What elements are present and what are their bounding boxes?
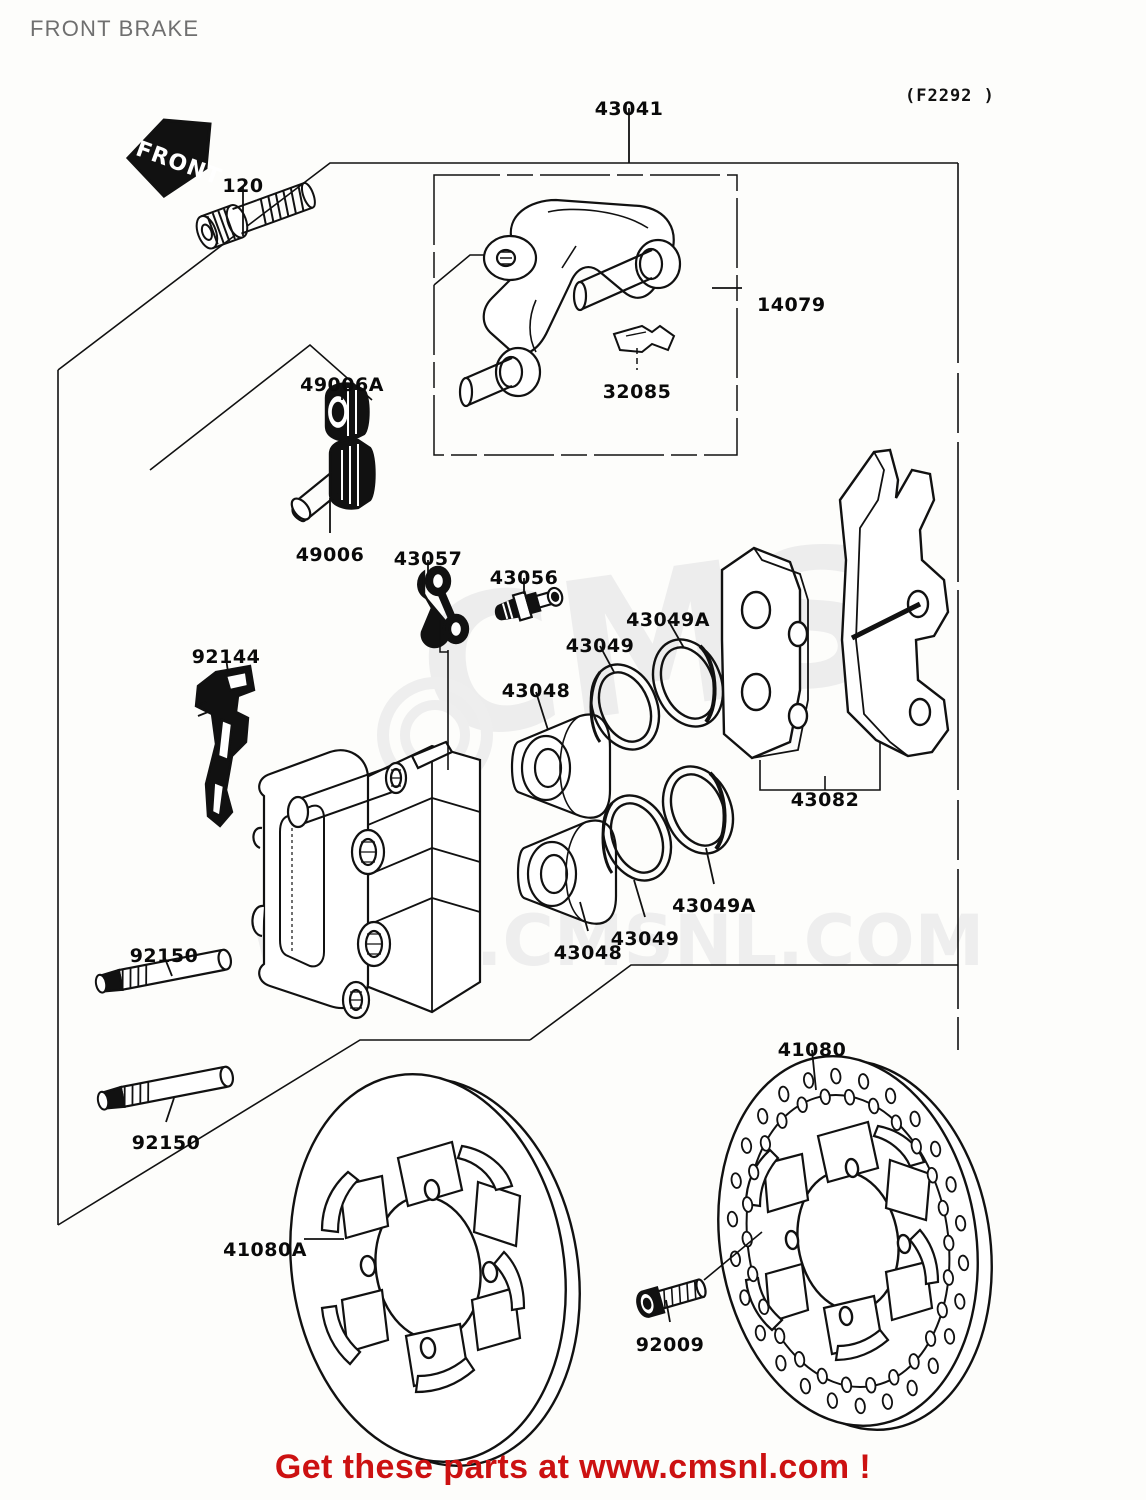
part-callout-pad-retaining-spring: 92144 xyxy=(191,646,261,668)
page-title: FRONT BRAKE xyxy=(30,16,200,41)
part-43049A-dustseal-upper xyxy=(651,638,725,728)
part-43082-pad-left xyxy=(720,546,809,760)
part-callout-dust-seal-lower: 43049A xyxy=(672,895,756,917)
part-callout-caliper-assembly-group: 43041 xyxy=(594,98,664,120)
part-callout-banjo-bracket: 43057 xyxy=(393,548,463,570)
front-direction-marker: FRONT xyxy=(125,118,225,198)
part-callout-disc-mounting-screw: 92009 xyxy=(635,1334,705,1356)
part-43082-pad-right xyxy=(838,448,950,758)
part-41080-brake-disc-drilled xyxy=(717,1055,993,1431)
part-callout-brake-disc-drilled: 41080 xyxy=(777,1039,847,1061)
part-callout-piston-upper: 43048 xyxy=(501,680,571,702)
part-43049-seal-lower xyxy=(601,794,673,882)
part-14079-caliper-bracket xyxy=(458,198,682,408)
leader-43057-box xyxy=(439,620,448,653)
part-92150-bolt-lower xyxy=(96,1065,235,1111)
part-callout-dust-seal-upper: 43049A xyxy=(626,609,710,631)
part-43049A-dustseal-lower xyxy=(661,765,735,855)
part-92144-pad-retaining-spring xyxy=(194,664,256,828)
part-callout-brake-disc-slotted: 41080A xyxy=(223,1239,307,1261)
leader-43082 xyxy=(759,742,881,791)
bracket-subgroup-box xyxy=(433,174,738,456)
assembly-boundary-outline xyxy=(57,162,959,1226)
part-43048-piston-upper xyxy=(510,713,612,819)
part-caliper-body xyxy=(251,740,482,1020)
part-49006A-dust-boot xyxy=(324,382,370,442)
sheet-code: (F2292 ) xyxy=(905,86,995,106)
part-callout-piston-lower: 43048 xyxy=(553,942,623,964)
part-43048-piston-lower xyxy=(516,819,618,925)
footer-cta: Get these parts at www.cmsnl.com ! xyxy=(274,1448,872,1486)
part-callout-slide-bolt-upper: 92150 xyxy=(129,945,199,967)
leader-92009-disc xyxy=(703,1231,763,1281)
part-callout-slide-pin-boot: 49006 xyxy=(295,544,365,566)
part-callout-bolt-socket-head: 120 xyxy=(222,175,264,197)
part-callout-piston-seal-lower: 43049 xyxy=(610,928,680,950)
part-92009-disc-screw xyxy=(636,1278,707,1318)
part-callout-pad-spring-clip: 32085 xyxy=(602,381,672,403)
part-callout-brake-pad-set: 43082 xyxy=(790,789,860,811)
part-callout-dust-boot: 49006A xyxy=(300,374,384,396)
callout-leader-lines xyxy=(163,108,817,1323)
part-41080A-brake-disc-slotted xyxy=(289,1073,581,1467)
part-43049-seal-upper xyxy=(589,663,661,751)
part-callout-bleed-valve: 43056 xyxy=(489,567,559,589)
part-32085-pad-spring xyxy=(612,324,676,354)
part-92150-bolt-upper xyxy=(94,948,233,994)
part-callout-caliper-bracket: 14079 xyxy=(757,294,826,316)
part-callout-slide-bolt-lower: 92150 xyxy=(131,1132,201,1154)
part-43056-bleed-valve xyxy=(494,586,564,622)
part-callout-piston-seal-upper: 43049 xyxy=(565,635,635,657)
part-49006-slide-pin xyxy=(290,438,376,523)
part-43057-banjo-bracket xyxy=(417,565,470,649)
